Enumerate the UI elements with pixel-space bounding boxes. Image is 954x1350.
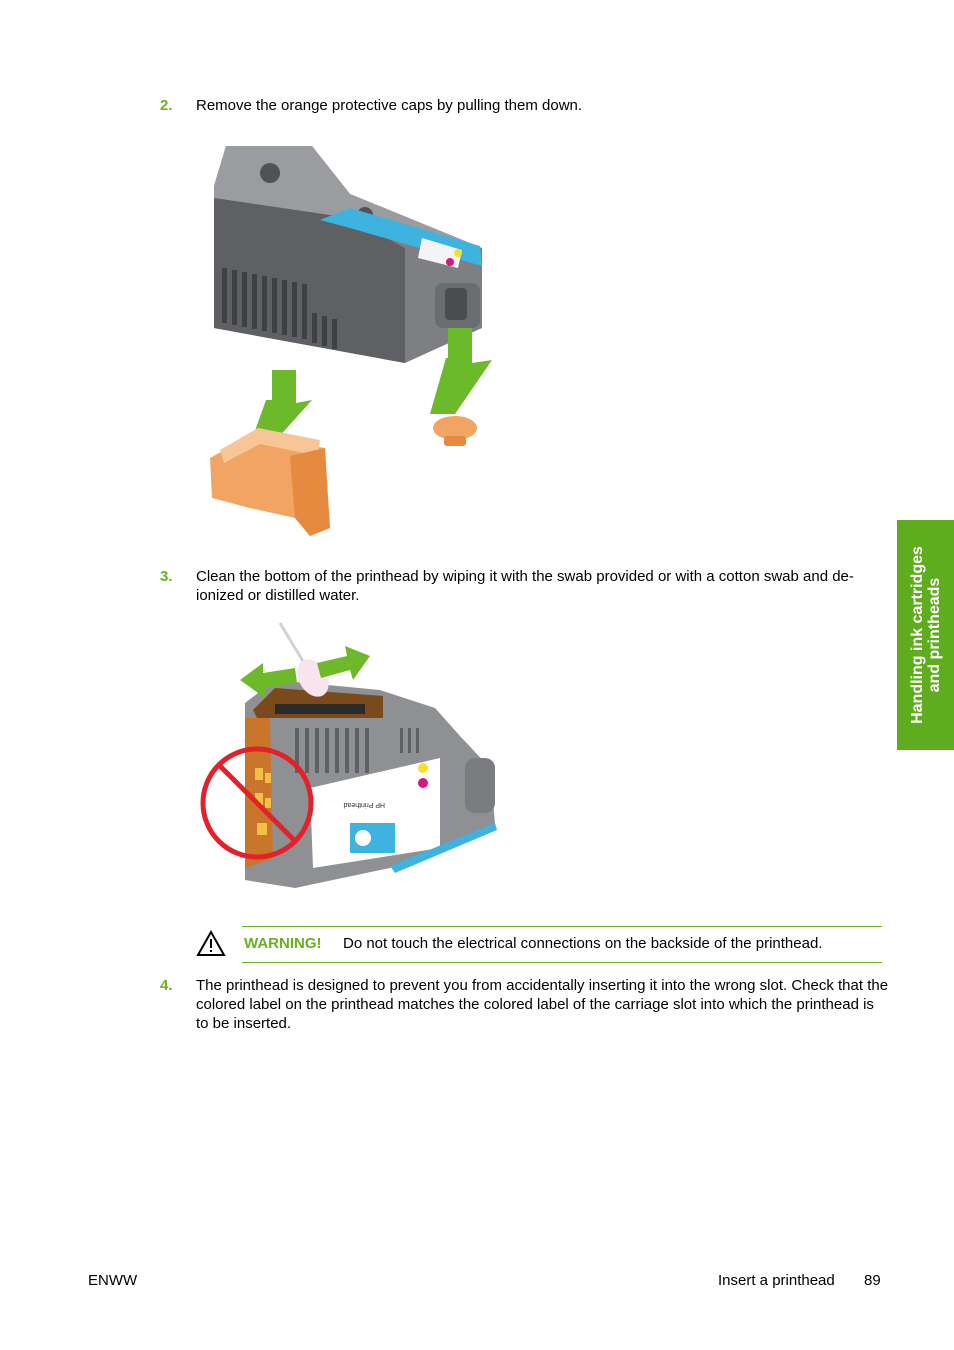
left-arrow-icon (240, 663, 297, 698)
chapter-title-line2: and printheads (925, 577, 943, 693)
down-arrow-icon (430, 328, 492, 414)
step-text: The printhead is designed to prevent you… (196, 977, 889, 1032)
footer-section: Insert a printhead (718, 1272, 835, 1289)
warning-text: Do not touch the electrical connections … (343, 935, 823, 952)
small-cap-tab (444, 436, 466, 446)
label-brand-text: HP Printhead (343, 801, 385, 808)
step-4: 4. The printhead is designed to prevent … (160, 976, 890, 1033)
nozzle-slot (445, 288, 467, 320)
clean-printhead-illustration: HP Printhead (200, 622, 497, 888)
step-text: Remove the orange protective caps by pul… (196, 97, 583, 114)
nozzle-end (465, 758, 495, 813)
magenta-dot-icon (446, 258, 454, 266)
warning-label: WARNING! (244, 935, 322, 952)
prohibited-slash (217, 763, 297, 843)
step-text: Clean the bottom of the printhead by wip… (196, 568, 854, 604)
printhead-vents (295, 728, 419, 773)
hp-logo-icon (355, 830, 371, 846)
chapter-title: Handling ink cartridges and printheads (909, 525, 943, 745)
small-orange-cap (433, 416, 477, 440)
warning-box: WARNING! Do not touch the electrical con… (242, 926, 882, 963)
step-3: 3. Clean the bottom of the printhead by … (160, 567, 890, 605)
printhead-vents (222, 268, 337, 349)
cap-top-face (220, 428, 320, 463)
top-hole (260, 163, 280, 183)
contact-pads (255, 768, 271, 835)
printhead-label (310, 758, 440, 868)
right-arrow-icon (317, 646, 370, 680)
remove-caps-illustration (210, 146, 492, 536)
yellow-dot-icon (454, 249, 462, 257)
step-number: 4. (160, 977, 173, 994)
step-number: 2. (160, 97, 173, 114)
warning-triangle-icon (196, 930, 226, 956)
printhead-side (214, 198, 405, 363)
chapter-side-tab: Handling ink cartridges and printheads (897, 520, 954, 750)
prohibited-icon (200, 746, 314, 860)
page-number: 89 (864, 1272, 881, 1289)
nozzle-strip (275, 704, 365, 714)
yellow-dot-icon (418, 763, 428, 773)
step-number: 3. (160, 568, 173, 585)
cap-side-face (290, 448, 330, 536)
step-2: 2. Remove the orange protective caps by … (160, 96, 890, 115)
chapter-title-line1: Handling ink cartridges (908, 546, 926, 724)
blue-edge (390, 823, 497, 873)
printhead-top (214, 146, 482, 248)
footer-left: ENWW (88, 1272, 138, 1289)
magenta-dot-icon (418, 778, 428, 788)
